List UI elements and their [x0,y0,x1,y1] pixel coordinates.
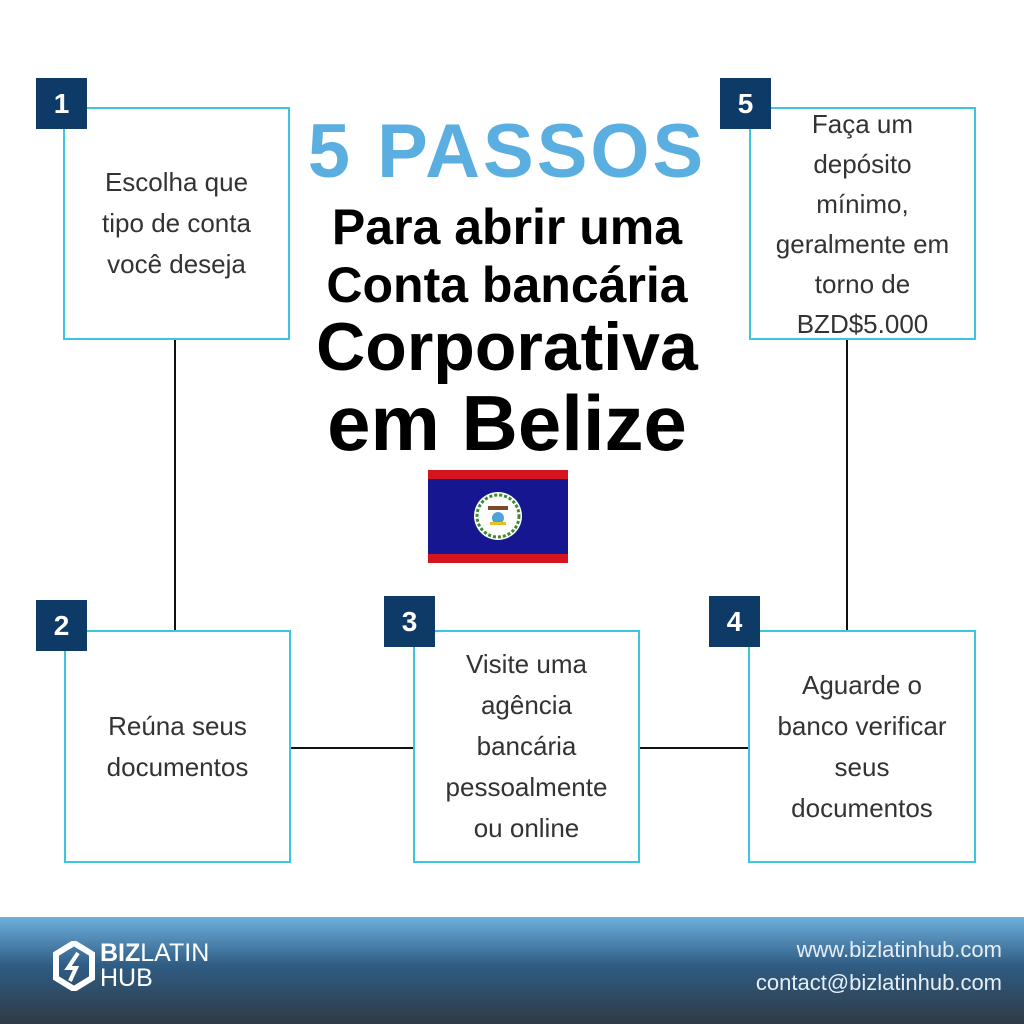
step-badge-1: 1 [36,78,87,129]
title-line-3: Corporativa [316,309,698,385]
website-link[interactable]: www.bizlatinhub.com [796,937,1002,962]
title-line-1: Para abrir uma [331,199,683,255]
belize-flag [428,470,568,563]
logo-text-bold: BIZ [100,939,141,967]
step-badge-4: 4 [709,596,760,647]
step-badge-3: 3 [384,596,435,647]
logo-text-line2: HUB [100,964,153,992]
step-text: Aguarde o banco verificar seus documento… [777,669,947,823]
connector-5-4 [846,339,848,630]
connector-1-2 [174,339,176,630]
email-link[interactable]: contact@bizlatinhub.com [755,970,1002,995]
step-text: Escolha que tipo de conta você deseja [102,167,251,279]
step-text: Visite uma agência bancária pessoalmente… [445,649,608,843]
connector-2-3 [290,747,413,749]
step-box-5: Faça um depósito mínimo, geralmente em t… [749,107,976,340]
step-text: Faça um depósito mínimo, geralmente em t… [775,108,950,339]
logo-text-light: LATIN [140,939,210,967]
step-badge-2: 2 [36,600,87,651]
steps-heading: 5 PASSOS [307,109,707,194]
connector-3-4 [639,747,748,749]
title-line-2: Conta bancária [326,257,688,313]
step-box-1: Escolha que tipo de conta você deseja [63,107,290,340]
step-text: Reúna seus documentos [106,710,249,782]
step-box-2: Reúna seus documentos [64,630,291,863]
title-line-4: em Belize [327,379,687,467]
bizlatinhub-logo[interactable]: BIZLATIN HUB [52,941,209,991]
step-badge-5: 5 [720,78,771,129]
footer: BIZLATIN HUB www.bizlatinhub.com contact… [0,917,1024,1024]
step-box-4: Aguarde o banco verificar seus documento… [748,630,976,863]
logo-icon [53,941,95,991]
step-box-3: Visite uma agência bancária pessoalmente… [413,630,640,863]
